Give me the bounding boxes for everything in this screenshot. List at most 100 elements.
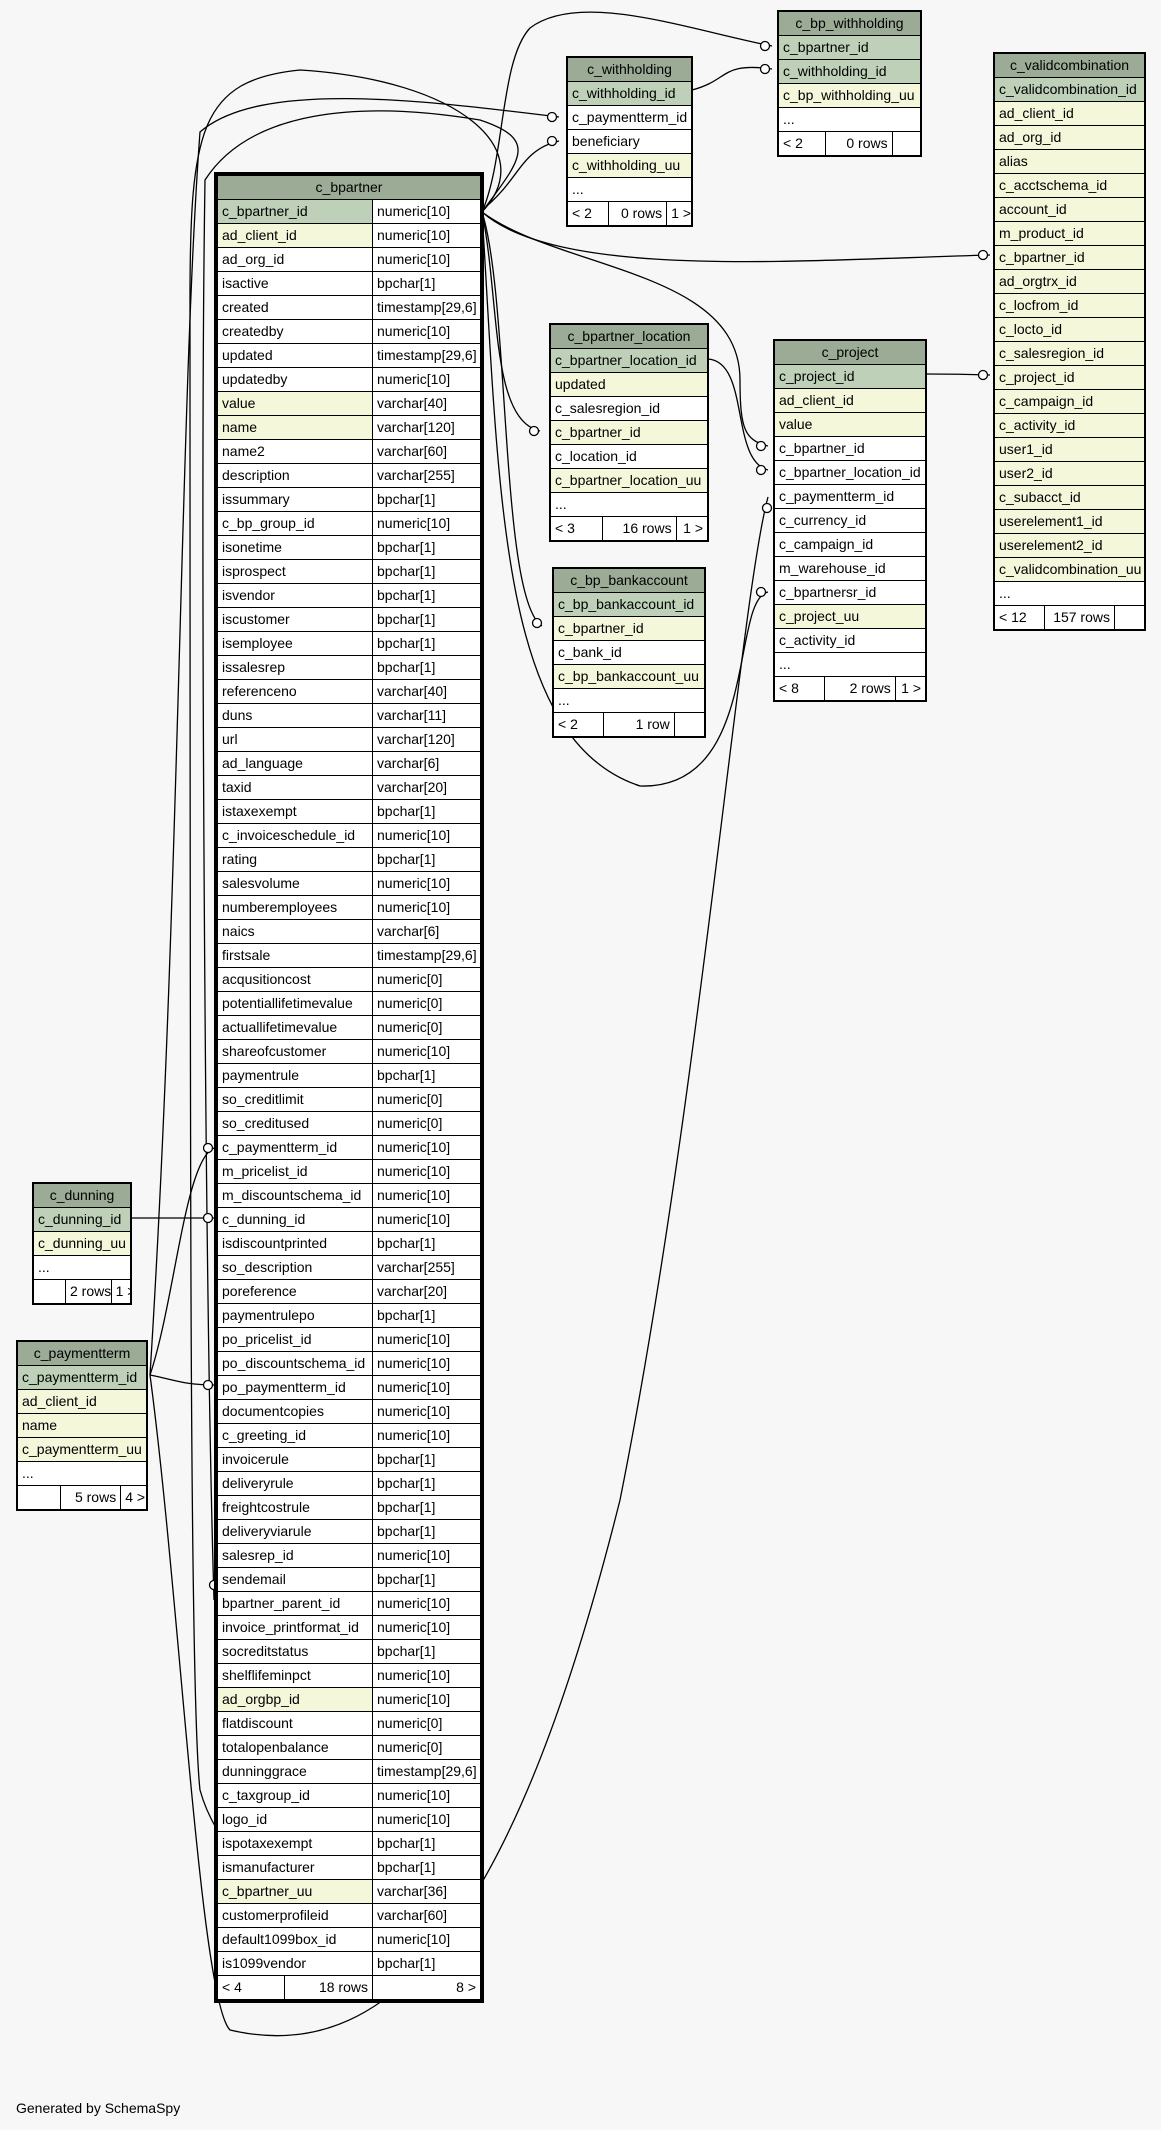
- column-row[interactable]: user2_id: [994, 461, 1145, 486]
- column-row[interactable]: c_salesregion_id: [994, 341, 1145, 366]
- column-row[interactable]: user1_id: [994, 437, 1145, 462]
- column-row[interactable]: alias: [994, 149, 1145, 174]
- column-row[interactable]: value: [774, 412, 926, 437]
- parents-link[interactable]: [17, 1485, 61, 1510]
- column-row[interactable]: c_salesregion_id: [550, 396, 708, 421]
- column-row[interactable]: c_bpartner_id: [550, 420, 708, 445]
- parents-link[interactable]: < 2: [567, 201, 609, 226]
- column-row[interactable]: c_project_id: [774, 364, 926, 389]
- parents-link[interactable]: < 3: [550, 516, 603, 541]
- column-row[interactable]: c_withholding_id: [567, 81, 692, 106]
- column-row[interactable]: c_acctschema_id: [994, 173, 1145, 198]
- parents-link[interactable]: < 2: [553, 712, 604, 737]
- column-row[interactable]: account_id: [994, 197, 1145, 222]
- column-row[interactable]: c_activity_id: [774, 628, 926, 653]
- column-row[interactable]: c_bpartner_id: [778, 35, 921, 60]
- parents-link[interactable]: < 8: [774, 676, 825, 701]
- parents-link[interactable]: < 4: [219, 1976, 285, 1999]
- column-row[interactable]: c_paymentterm_id: [774, 484, 926, 509]
- column-row[interactable]: c_bpartner_id: [994, 245, 1145, 270]
- column-row[interactable]: ...: [994, 581, 1145, 606]
- column-row[interactable]: c_locfrom_id: [994, 293, 1145, 318]
- column-row[interactable]: c_bpartner_location_id: [774, 460, 926, 485]
- children-link[interactable]: 1 >: [675, 516, 709, 541]
- column-row[interactable]: c_paymentterm_id: [567, 105, 692, 130]
- column-row[interactable]: c_project_uu: [774, 604, 926, 629]
- table-title[interactable]: c_dunning: [33, 1183, 131, 1208]
- column-row[interactable]: c_bp_bankaccount_id: [553, 592, 705, 617]
- parents-link[interactable]: [33, 1279, 66, 1304]
- children-link[interactable]: 1 >: [666, 201, 692, 226]
- column-row[interactable]: c_bpartner_location_uu: [550, 468, 708, 493]
- column-row[interactable]: c_withholding_id: [778, 59, 921, 84]
- table-title[interactable]: c_withholding: [567, 57, 692, 82]
- column-row[interactable]: c_campaign_id: [994, 389, 1145, 414]
- column-row[interactable]: c_dunning_id: [33, 1207, 131, 1232]
- table-title[interactable]: c_validcombination: [994, 53, 1145, 78]
- table-title[interactable]: c_bpartner_location: [550, 324, 708, 349]
- column-row[interactable]: m_product_id: [994, 221, 1145, 246]
- column-row[interactable]: c_bpartner_location_id: [550, 348, 708, 373]
- column-row[interactable]: c_paymentterm_uu: [17, 1437, 147, 1462]
- children-link[interactable]: 1 >: [894, 676, 927, 701]
- table-title[interactable]: c_bp_withholding: [778, 11, 921, 36]
- column-row[interactable]: m_warehouse_id: [774, 556, 926, 581]
- column-row[interactable]: userelement1_id: [994, 509, 1145, 534]
- children-link[interactable]: 4 >: [120, 1485, 147, 1510]
- column-row[interactable]: ad_client_id: [994, 101, 1145, 126]
- column-row[interactable]: c_subacct_id: [994, 485, 1145, 510]
- children-link[interactable]: 1 >: [110, 1279, 132, 1304]
- column-row[interactable]: c_bpartner_id: [553, 616, 705, 641]
